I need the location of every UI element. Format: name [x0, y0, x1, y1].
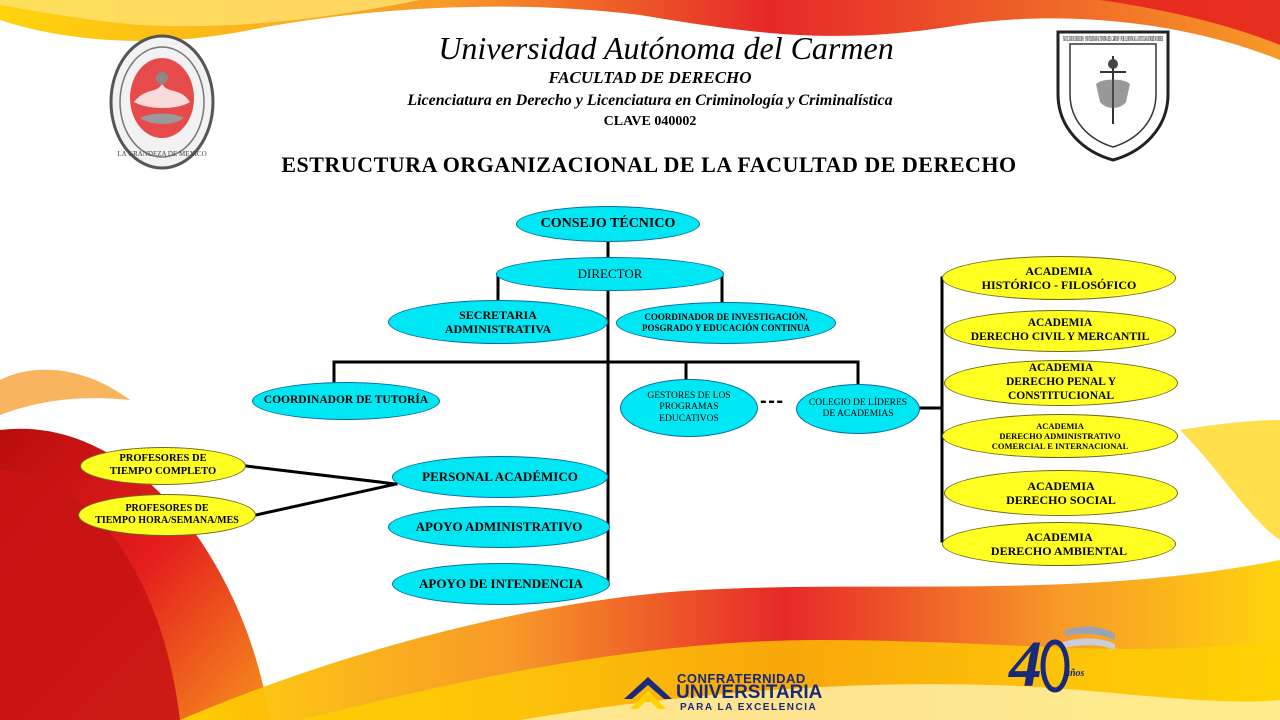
node-coord-investigacion-label: COORDINADOR DE INVESTIGACIÓN, POSGRADO Y…: [641, 312, 811, 333]
academia-historico-label: ACADEMIA HISTÓRICO - FILOSÓFICO: [981, 263, 1137, 292]
node-colegio-label: COLEGIO DE LÍDERES DE ACADEMIAS: [808, 397, 908, 419]
node-gestores-programas: GESTORES DE LOS PROGRAMAS EDUCATIVOS: [620, 379, 758, 437]
node-academia-civil: ACADEMIA DERECHO CIVIL Y MERCANTIL: [944, 310, 1176, 352]
anniversary-years-text: años: [1065, 668, 1085, 679]
seal-right-text: FACULTAD DE DERECHO · UNIVERSIDAD AUTÓNO…: [1063, 35, 1163, 43]
node-colegio-lideres: COLEGIO DE LÍDERES DE ACADEMIAS: [796, 384, 920, 434]
confraternidad-emblem-icon: [624, 677, 672, 709]
confraternidad-line1: CONFRATERNIDAD: [677, 671, 806, 686]
node-academia-administrativo: ACADEMIA DERECHO ADMINISTRATIVO COMERCIA…: [942, 414, 1178, 458]
node-academia-social: ACADEMIA DERECHO SOCIAL: [944, 470, 1178, 516]
node-apoyo-administrativo: APOYO ADMINISTRATIVO: [388, 506, 610, 548]
faculty-shield-right: FACULTAD DE DERECHO · UNIVERSIDAD AUTÓNO…: [1056, 30, 1170, 162]
node-consejo-tecnico: CONSEJO TÉCNICO: [516, 206, 700, 242]
node-consejo-tecnico-label: CONSEJO TÉCNICO: [540, 215, 676, 231]
node-academia-ambiental: ACADEMIA DERECHO AMBIENTAL: [942, 522, 1176, 566]
node-personal-academico: PERSONAL ACADÉMICO: [392, 456, 608, 498]
node-academia-historico: ACADEMIA HISTÓRICO - FILOSÓFICO: [942, 256, 1176, 300]
node-profesores-tiempo-completo: PROFESORES DE TIEMPO COMPLETO: [80, 447, 246, 485]
svg-text:4: 4: [1007, 628, 1042, 698]
anniversary-40-logo: 4 años: [1005, 622, 1117, 703]
node-apoyo-intendencia: APOYO DE INTENDENCIA: [392, 563, 610, 605]
node-apoyo-intendencia-label: APOYO DE INTENDENCIA: [419, 576, 583, 592]
node-secretaria-label: SECRETARIA ADMINISTRATIVA: [444, 307, 552, 336]
academia-administrativo-label: ACADEMIA DERECHO ADMINISTRATIVO COMERCIA…: [991, 420, 1129, 452]
programs-line: Licenciatura en Derecho y Licenciatura e…: [407, 92, 893, 109]
node-prof-tc-label: PROFESORES DE TIEMPO COMPLETO: [109, 453, 217, 477]
node-secretaria-administrativa: SECRETARIA ADMINISTRATIVA: [388, 300, 608, 344]
node-coord-tutoria-label: COORDINADOR DE TUTORÍA: [263, 394, 429, 407]
node-coordinador-tutoria: COORDINADOR DE TUTORÍA: [252, 382, 440, 420]
academia-penal-label: ACADEMIA DERECHO PENAL Y CONSTITUCIONAL: [1005, 362, 1117, 402]
node-academia-penal: ACADEMIA DERECHO PENAL Y CONSTITUCIONAL: [944, 360, 1178, 406]
confraternidad-line2: UNIVERSITARIA: [676, 682, 823, 703]
node-director-label: DIRECTOR: [577, 266, 643, 282]
node-profesores-tiempo-hora: PROFESORES DE TIEMPO HORA/SEMANA/MES: [78, 494, 256, 536]
university-name: Universidad Autónoma del Carmen: [438, 30, 894, 66]
academia-social-label: ACADEMIA DERECHO SOCIAL: [1006, 478, 1116, 507]
page-title: ESTRUCTURA ORGANIZACIONAL DE LA FACULTAD…: [281, 152, 1017, 177]
node-director: DIRECTOR: [496, 257, 724, 291]
faculty-name: FACULTAD DE DERECHO: [548, 68, 752, 87]
node-coordinador-investigacion: COORDINADOR DE INVESTIGACIÓN, POSGRADO Y…: [616, 302, 836, 344]
academia-civil-label: ACADEMIA DERECHO CIVIL Y MERCANTIL: [970, 317, 1150, 343]
node-apoyo-admin-label: APOYO ADMINISTRATIVO: [415, 519, 583, 535]
confraternidad-line3: PARA LA EXCELENCIA: [680, 702, 818, 713]
node-gestores-label: GESTORES DE LOS PROGRAMAS EDUCATIVOS: [647, 390, 731, 424]
clave-code: CLAVE 040002: [603, 114, 697, 129]
node-personal-academico-label: PERSONAL ACADÉMICO: [422, 469, 578, 485]
academia-ambiental-label: ACADEMIA DERECHO AMBIENTAL: [990, 529, 1128, 558]
dashes-connector: - - -: [760, 390, 783, 412]
anniversary-emblem-icon: 4 años: [1007, 626, 1115, 701]
university-seal-left: LA GRANDEZA DE MEXICO: [109, 34, 215, 170]
node-prof-th-label: PROFESORES DE TIEMPO HORA/SEMANA/MES: [95, 503, 239, 526]
seal-left-text: LA GRANDEZA DE MEXICO: [117, 150, 206, 158]
